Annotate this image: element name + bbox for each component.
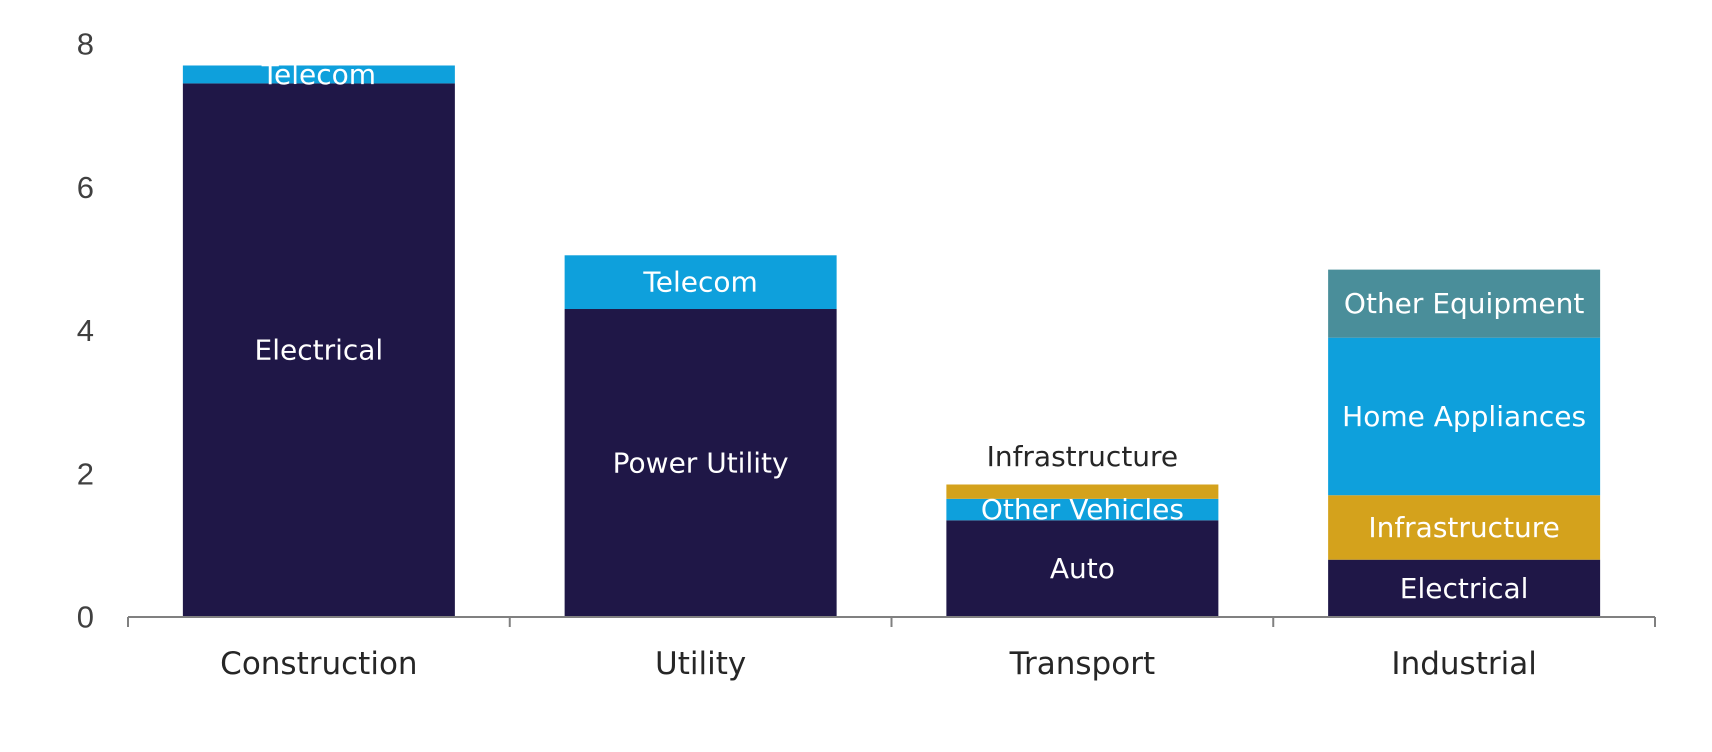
segment-label-utility-telecom: Telecom (642, 266, 757, 299)
bar-segment-construction-electrical (182, 83, 455, 618)
y-tick-label: 0 (77, 600, 94, 635)
y-tick-label: 6 (77, 170, 94, 205)
bar-segment-transport-other-vehicles (946, 498, 1219, 521)
bars-layer (182, 65, 1601, 618)
x-tick-label-industrial: Industrial (1391, 646, 1536, 682)
bar-segment-industrial-other-equipment (1328, 269, 1601, 338)
segment-label-industrial-other-equipment: Other Equipment (1344, 287, 1584, 320)
segment-label-transport-other-vehicles: Other Vehicles (981, 493, 1184, 526)
bar-segment-construction-telecom (182, 65, 455, 84)
segment-label-construction-electrical: Electrical (255, 334, 384, 367)
x-tick-label-transport: Transport (1009, 646, 1155, 682)
bar-segment-utility-telecom (564, 255, 837, 310)
y-tick-label: 8 (77, 27, 94, 62)
segment-label-construction-telecom: Telecom (261, 58, 376, 91)
segment-label-utility-power-utility: Power Utility (613, 447, 789, 480)
segment-label-industrial-electrical: Electrical (1400, 572, 1529, 605)
x-axis: Construction Utility Transport Industrial (127, 616, 1656, 682)
bar-segment-utility-power-utility (564, 309, 837, 617)
segment-label-industrial-home-appliances: Home Appliances (1342, 400, 1586, 433)
bar-segment-industrial-electrical (1328, 559, 1601, 617)
segment-label-transport-auto: Auto (1050, 552, 1115, 585)
bar-segment-transport-auto (946, 520, 1219, 617)
bar-segment-transport-infrastructure (946, 484, 1219, 499)
y-axis: 0 2 4 6 8 (77, 27, 94, 635)
y-tick-label: 2 (77, 456, 94, 491)
x-tick-label-utility: Utility (655, 646, 746, 682)
bar-segment-industrial-home-appliances (1328, 337, 1601, 496)
bar-segment-industrial-infrastructure (1328, 495, 1601, 560)
segment-label-industrial-infrastructure: Infrastructure (1368, 511, 1560, 544)
x-tick-label-construction: Construction (220, 646, 417, 682)
segment-label-transport-infrastructure: Infrastructure (987, 440, 1179, 473)
y-tick-label: 4 (77, 313, 94, 348)
